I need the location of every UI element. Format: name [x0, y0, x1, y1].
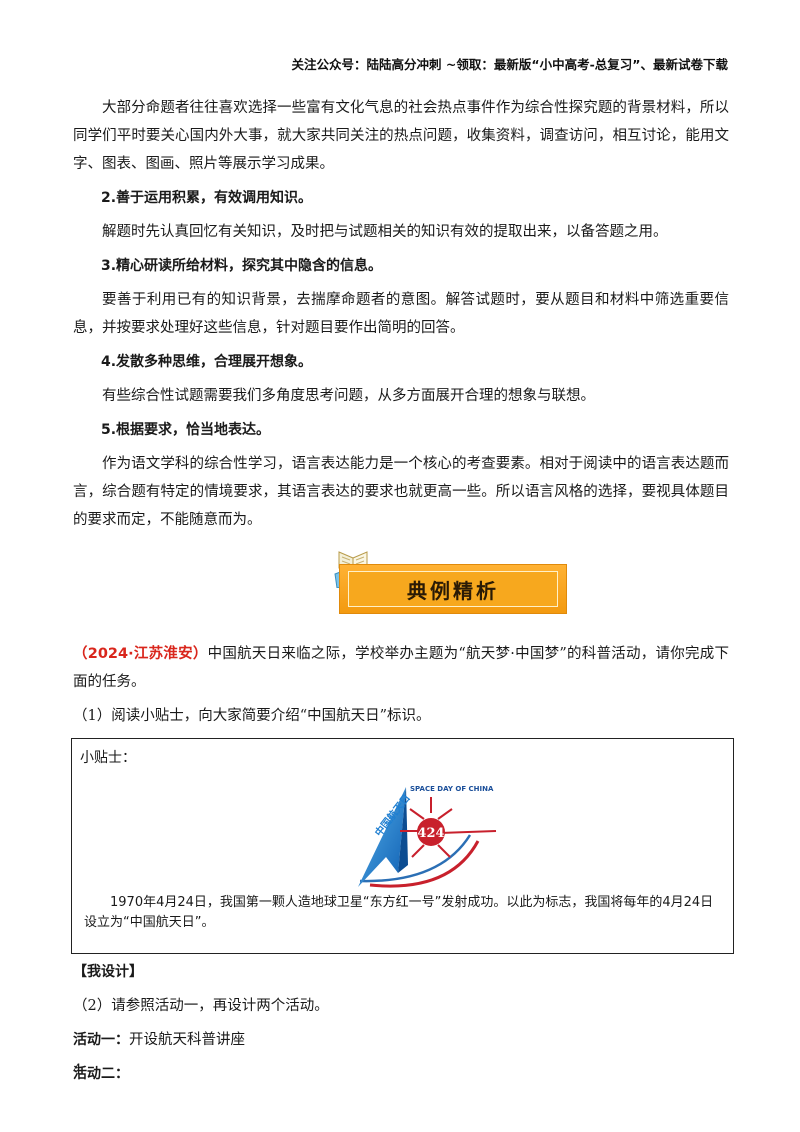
paragraph-intro: 大部分命题者往往喜欢选择一些富有文化气息的社会热点事件作为综合性探究题的背景材料…	[73, 100, 729, 172]
source-open: （	[73, 646, 88, 662]
space-day-logo: 424 SPACE DAY OF CHINA 中国航天日	[358, 785, 497, 888]
tip-title: 小贴士：	[80, 750, 136, 766]
source-close: ）	[192, 646, 208, 662]
logo-number: 424	[417, 826, 444, 841]
activity-1-text: 开设航天科普讲座	[129, 1032, 245, 1048]
page-header: 关注公众号：陆陆高分冲刺 ~领取：最新版“小中高考-总复习”、最新试卷下载	[291, 57, 728, 72]
main-content: 大部分命题者往往喜欢选择一些富有文化气息的社会热点事件作为综合性探究题的背景材料…	[71, 94, 734, 1088]
banner-box: 典例精析	[339, 564, 567, 614]
paragraph-point-3: 要善于利用已有的知识背景，去揣摩命题者的意图。解答试题时，要从题目和材料中筛选重…	[73, 292, 729, 336]
activity-1: 活动一：开设航天科普讲座	[73, 1026, 729, 1054]
heading-point-4: 4.发散多种思维，合理展开想象。	[101, 354, 313, 370]
activity-1-label: 活动一：	[73, 1032, 129, 1048]
heading-point-2: 2.善于运用积累，有效调用知识。	[101, 190, 313, 206]
page-number: 4	[73, 1062, 82, 1078]
banner-title: 典例精析	[407, 578, 499, 603]
question-1: （1）阅读小贴士，向大家简要介绍“中国航天日”标识。	[73, 708, 431, 724]
tip-box: 小贴士：	[71, 738, 734, 954]
paragraph-point-4: 有些综合性试题需要我们多角度思考问题，从多方面展开合理的想象与联想。	[102, 388, 595, 404]
example-intro: （2024·江苏淮安）中国航天日来临之际，学校举办主题为“航天梦·中国梦”的科普…	[73, 640, 729, 696]
section-banner: 典例精析	[73, 544, 729, 636]
tip-caption: 1970年4月24日，我国第一颗人造地球卫星“东方红一号”发射成功。以此为标志，…	[84, 895, 714, 930]
design-heading: 【我设计】	[73, 964, 143, 980]
exam-source: 2024·江苏淮安	[87, 646, 193, 662]
heading-point-5: 5.根据要求，恰当地表达。	[101, 422, 271, 438]
example-intro-text: 中国航天日来临之际，学校举办主题为“航天梦·中国梦”的科普活动，请你完成下面的任…	[73, 646, 729, 690]
paragraph-point-2: 解题时先认真回忆有关知识，及时把与试题相关的知识有效的提取出来，以备答题之用。	[102, 224, 668, 240]
heading-point-3: 3.精心研读所给材料，探究其中隐含的信息。	[101, 258, 383, 274]
logo-english-text: SPACE DAY OF CHINA	[410, 785, 494, 793]
activity-2: 活动二：	[73, 1060, 729, 1088]
question-2: （2）请参照活动一，再设计两个活动。	[73, 998, 329, 1014]
paragraph-point-5: 作为语文学科的综合性学习，语言表达能力是一个核心的考查要素。相对于阅读中的语言表…	[73, 456, 729, 528]
activity-2-label: 活动二：	[73, 1066, 129, 1082]
